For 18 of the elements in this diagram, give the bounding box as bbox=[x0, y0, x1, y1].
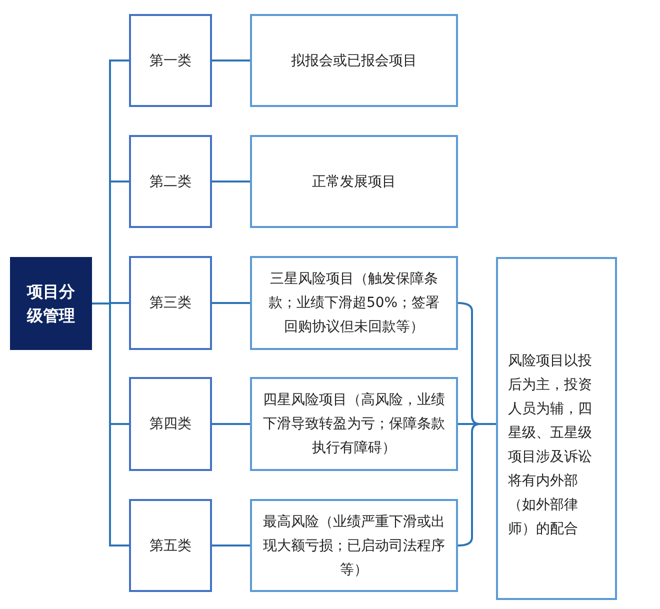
connector-line bbox=[212, 180, 250, 182]
connector-line bbox=[212, 60, 250, 62]
category-box: 第四类 bbox=[129, 377, 212, 471]
description-box: 三星风险项目（触发保障条款；业绩下滑超50%；签署回购协议但未回款等） bbox=[250, 256, 458, 350]
description-box: 最高风险（业绩严重下滑或出现大额亏损；已启动司法程序等） bbox=[250, 499, 458, 592]
root-box: 项目分级管理 bbox=[10, 257, 92, 350]
category-box: 第二类 bbox=[129, 135, 212, 228]
connector-line bbox=[212, 544, 250, 546]
note-box: 风险项目以投后为主，投资人员为辅，四星级、五星级项目涉及诉讼将有内外部（如外部律师）的配合 bbox=[496, 257, 617, 600]
description-box: 拟报会或已报会项目 bbox=[250, 14, 458, 107]
category-box: 第五类 bbox=[129, 499, 212, 592]
connector-line bbox=[92, 302, 129, 546]
description-box: 正常发展项目 bbox=[250, 135, 458, 228]
description-box: 四星风险项目（高风险，业绩下滑导致转盈为亏；保障条款执行有障碍） bbox=[250, 377, 458, 471]
connector-line bbox=[212, 302, 250, 304]
connector-line bbox=[212, 423, 250, 425]
category-box: 第三类 bbox=[129, 256, 212, 350]
category-box: 第一类 bbox=[129, 14, 212, 107]
